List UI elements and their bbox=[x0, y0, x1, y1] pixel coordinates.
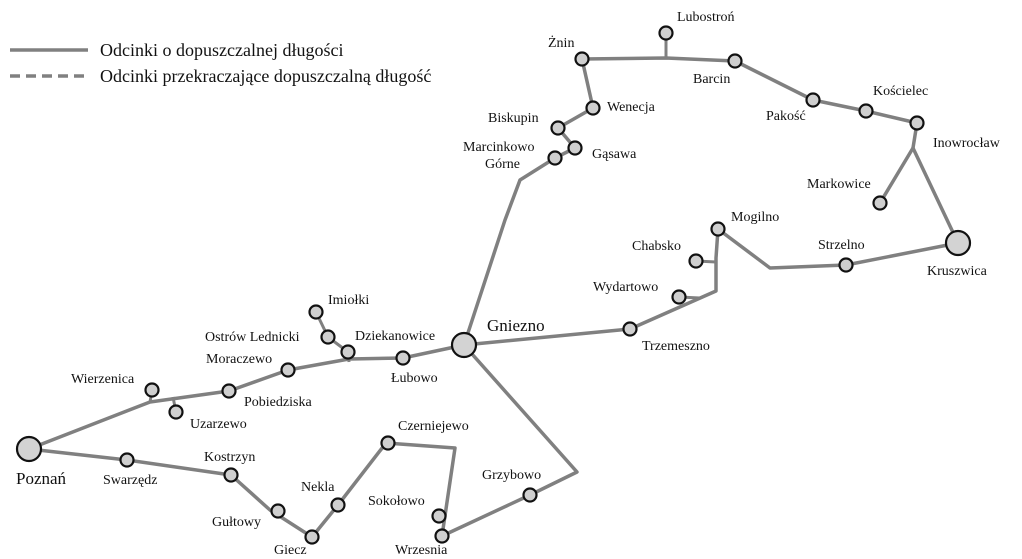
mogilno-label: Mogilno bbox=[731, 210, 779, 225]
pobiedziska-marker[interactable] bbox=[221, 383, 237, 399]
marcinkowo-label-line2: Górne bbox=[485, 157, 520, 172]
wrzesnia-label: Wrzesnia bbox=[395, 543, 448, 558]
route-gniezno-mogilno-kruszwica bbox=[462, 227, 960, 347]
gultowy-marker[interactable] bbox=[270, 503, 286, 519]
markowice-marker[interactable] bbox=[872, 195, 888, 211]
lubostron-marker[interactable] bbox=[658, 25, 674, 41]
lubostron-label: Lubostroń bbox=[677, 10, 735, 25]
barcin-label: Barcin bbox=[693, 72, 730, 87]
pakosc-label: Pakość bbox=[766, 109, 806, 124]
poznan-marker[interactable] bbox=[15, 435, 43, 463]
giecz-marker[interactable] bbox=[304, 529, 320, 545]
route-znin-gniezno bbox=[462, 57, 595, 347]
gultowy-label: Gułtowy bbox=[212, 515, 261, 530]
nekla-label: Nekla bbox=[301, 480, 335, 495]
gasawa-label: Gąsawa bbox=[592, 147, 637, 162]
nekla-marker[interactable] bbox=[330, 497, 346, 513]
wydartowo-label: Wydartowo bbox=[593, 280, 658, 295]
kostrzyn-label: Kostrzyn bbox=[204, 450, 255, 465]
grzybowo-marker[interactable] bbox=[522, 487, 538, 503]
gniezno-marker[interactable] bbox=[450, 331, 478, 359]
dziekanowice-label: Dziekanowice bbox=[355, 329, 435, 344]
kruszwica-marker[interactable] bbox=[944, 229, 972, 257]
imiolki-label: Imiołki bbox=[328, 293, 369, 308]
routes bbox=[27, 33, 960, 539]
giecz-label: Giecz bbox=[274, 543, 307, 558]
trzemeszno-marker[interactable] bbox=[622, 321, 638, 337]
route-inowroclaw-markowice bbox=[878, 146, 915, 205]
legend-solid-label: Odcinki o dopuszczalnej długości bbox=[100, 40, 343, 60]
wierzenica-marker[interactable] bbox=[144, 382, 160, 398]
koscielec-label: Kościelec bbox=[873, 84, 928, 99]
lubowo-label: Łubowo bbox=[391, 371, 438, 386]
poznan-label: Poznań bbox=[16, 469, 67, 488]
biskupin-label: Biskupin bbox=[488, 111, 539, 126]
route-wrzesnia-gniezno bbox=[440, 343, 579, 538]
pakosc-marker[interactable] bbox=[805, 92, 821, 108]
kruszwica-label: Kruszwica bbox=[927, 264, 988, 279]
sokolowo-label: Sokołowo bbox=[368, 494, 425, 509]
strzelno-marker[interactable] bbox=[838, 257, 854, 273]
trzemeszno-label: Trzemeszno bbox=[642, 339, 710, 354]
swarzedz-marker[interactable] bbox=[119, 452, 135, 468]
moraczewo-marker[interactable] bbox=[280, 362, 296, 378]
ostrow-lednicki-label: Ostrów Lednicki bbox=[205, 330, 300, 345]
sokolowo-marker[interactable] bbox=[431, 508, 447, 524]
markowice-label: Markowice bbox=[807, 177, 871, 192]
imiolki-marker[interactable] bbox=[308, 304, 324, 320]
czerniejewo-label: Czerniejewo bbox=[398, 419, 469, 434]
legend-dashed-label: Odcinki przekraczające dopuszczalną dług… bbox=[100, 66, 431, 86]
czerniejewo-marker[interactable] bbox=[380, 435, 396, 451]
inowroclaw-label: Inowrocław bbox=[933, 136, 1001, 151]
lubowo-marker[interactable] bbox=[395, 350, 411, 366]
wenecja-marker[interactable] bbox=[585, 100, 601, 116]
moraczewo-label: Moraczewo bbox=[206, 352, 272, 367]
legend: Odcinki o dopuszczalnej długości Odcinki… bbox=[10, 40, 431, 86]
uzarzewo-marker[interactable] bbox=[168, 404, 184, 420]
uzarzewo-label: Uzarzewo bbox=[190, 417, 247, 432]
town-labels: Poznań Gniezno Kruszwica Swarzędz Kostrz… bbox=[16, 10, 1001, 558]
wrzesnia-marker[interactable] bbox=[434, 528, 450, 544]
barcin-marker[interactable] bbox=[727, 53, 743, 69]
inowroclaw-marker[interactable] bbox=[909, 115, 925, 131]
chabsko-marker[interactable] bbox=[688, 253, 704, 269]
dziekanowice-marker[interactable] bbox=[340, 344, 356, 360]
koscielec-marker[interactable] bbox=[858, 103, 874, 119]
mogilno-marker[interactable] bbox=[710, 221, 726, 237]
swarzedz-label: Swarzędz bbox=[103, 473, 157, 488]
route-kruszwica-inowroclaw bbox=[580, 56, 960, 245]
wierzenica-label: Wierzenica bbox=[71, 372, 135, 387]
gniezno-label: Gniezno bbox=[487, 316, 545, 335]
grzybowo-label: Grzybowo bbox=[482, 468, 541, 483]
znin-label: Żnin bbox=[548, 35, 574, 51]
chabsko-label: Chabsko bbox=[632, 239, 681, 254]
gasawa-marker[interactable] bbox=[567, 140, 583, 156]
strzelno-label: Strzelno bbox=[818, 238, 865, 253]
pobiedziska-label: Pobiedziska bbox=[244, 395, 312, 410]
wenecja-label: Wenecja bbox=[607, 100, 656, 115]
biskupin-marker[interactable] bbox=[550, 120, 566, 136]
marcinkowo-label-line1: Marcinkowo bbox=[463, 140, 535, 155]
ostrow-lednicki-marker[interactable] bbox=[320, 329, 336, 345]
wydartowo-marker[interactable] bbox=[671, 289, 687, 305]
marcinkowo-gorne-marker[interactable] bbox=[547, 150, 563, 166]
kostrzyn-marker[interactable] bbox=[223, 467, 239, 483]
znin-marker[interactable] bbox=[574, 51, 590, 67]
town-markers bbox=[15, 25, 972, 545]
